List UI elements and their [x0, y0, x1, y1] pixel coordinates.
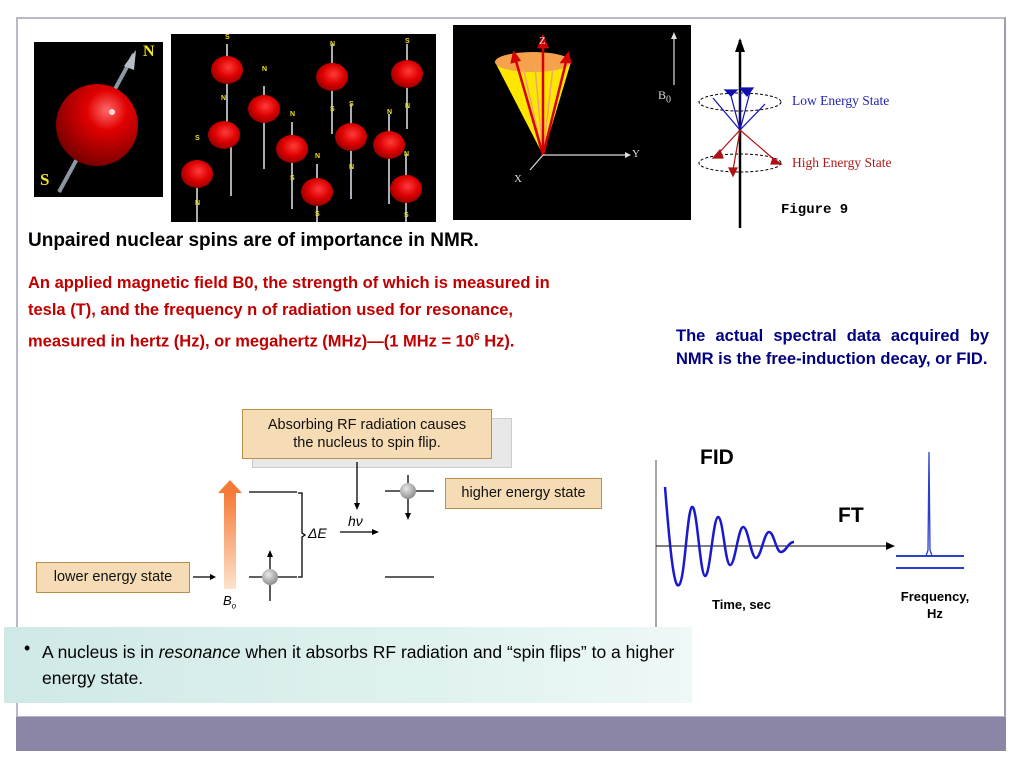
energy-level-diagram: Absorbing RF radiation causes the nucleu… — [30, 405, 620, 615]
spin-label: N — [330, 41, 336, 48]
z-axis-label: Z — [539, 35, 546, 47]
caption-span: A nucleus is in — [42, 642, 159, 662]
paragraph-line: An applied magnetic field B0, the streng… — [28, 274, 550, 292]
spin-label: N — [404, 151, 410, 158]
spin-flip-callout: Absorbing RF radiation causes the nucleu… — [242, 409, 492, 459]
higher-energy-label: higher energy state — [445, 478, 602, 509]
precession-cone-icon — [495, 32, 677, 171]
x-axis-label: X — [514, 173, 522, 185]
time-axis-label: Time, sec — [712, 597, 772, 612]
spin-label: N — [195, 200, 201, 207]
fid-diagram: FID FT Time, sec Frequency, Hz — [650, 440, 990, 630]
random-spins-icon — [181, 44, 423, 246]
caption-span: when it absorbs RF radiation and “spin f… — [42, 642, 675, 688]
slide-heading: Unpaired nuclear spins are of importance… — [28, 230, 479, 251]
delta-e-label: ΔE — [308, 525, 327, 541]
lower-energy-label: lower energy state — [36, 562, 190, 593]
bullet-icon: • — [24, 638, 31, 658]
b0-letter: B — [658, 88, 667, 102]
high-energy-label: High Energy State — [792, 155, 892, 170]
north-label: N — [143, 43, 155, 60]
spin-label: S — [405, 38, 410, 45]
spin-label: S — [315, 211, 320, 218]
figure9-image: Low Energy State High Energy State Figur… — [695, 30, 985, 230]
spin-labels: S N N S N N S S N S N N N S N S N S — [171, 34, 436, 222]
spin-label: S — [225, 34, 230, 41]
spin-label: S — [330, 106, 335, 113]
label-line: Frequency, — [900, 589, 970, 604]
b0-field-label: Bo — [223, 593, 236, 611]
caption-italic: resonance — [158, 642, 241, 662]
footer-bar — [16, 716, 1006, 751]
paragraph-line: tesla (T), and the frequency n of radiat… — [28, 301, 514, 319]
spin-label: N — [262, 66, 268, 73]
energy-states-icon — [698, 38, 783, 228]
b0-subscript: o — [231, 601, 237, 611]
spin-label: N — [315, 153, 321, 160]
caption-text: A nucleus is in resonance when it absorb… — [42, 639, 682, 691]
spin-label: N — [387, 109, 393, 116]
callout-line: the nucleus to spin flip. — [293, 435, 441, 451]
fid-waveform-icon — [655, 451, 964, 630]
b0-label: B0 — [658, 88, 671, 105]
single-spin-image: N S — [34, 42, 163, 197]
low-energy-label: Low Energy State — [792, 93, 890, 108]
spin-sphere-icon — [56, 50, 138, 193]
fid-paragraph: The actual spectral data acquired by NMR… — [676, 327, 989, 368]
y-axis-label: Y — [632, 148, 640, 160]
spin-label: N — [290, 111, 296, 118]
spin-label: N — [221, 95, 227, 102]
energy-levels-icon — [193, 462, 434, 601]
callout-line: Absorbing RF radiation causes — [267, 417, 467, 433]
spin-label: S — [290, 175, 295, 182]
figure-caption: Figure 9 — [781, 202, 849, 218]
spin-label: N — [405, 103, 411, 110]
spin-label: S — [195, 135, 200, 142]
frequency-axis-label: Frequency, Hz — [880, 588, 990, 622]
spin-label: S — [349, 101, 354, 108]
ft-label: FT — [838, 504, 864, 527]
magnetic-field-paragraph: An applied magnetic field B0, the streng… — [28, 270, 668, 356]
precession-cone-image: Z Y X B0 — [453, 25, 691, 220]
text-span: Hz). — [479, 332, 515, 351]
spin-label: N — [349, 164, 355, 171]
hv-label: hν — [348, 513, 363, 529]
south-label: S — [40, 170, 50, 189]
b0-letter: B — [223, 593, 232, 608]
label-line: Hz — [927, 606, 943, 621]
spin-label: S — [404, 212, 409, 219]
superscript: 6 — [474, 332, 480, 343]
text-span: measured in hertz (Hz), or megahertz (MH… — [28, 332, 475, 351]
paragraph-line: measured in hertz (Hz), or megahertz (MH… — [28, 324, 668, 356]
fid-label: FID — [700, 446, 734, 469]
b0-subscript: 0 — [666, 94, 672, 106]
spin-array-image: S N N S N N S S N S N N N S N S N S — [171, 34, 436, 246]
resonance-caption: • A nucleus is in resonance when it abso… — [4, 627, 692, 703]
